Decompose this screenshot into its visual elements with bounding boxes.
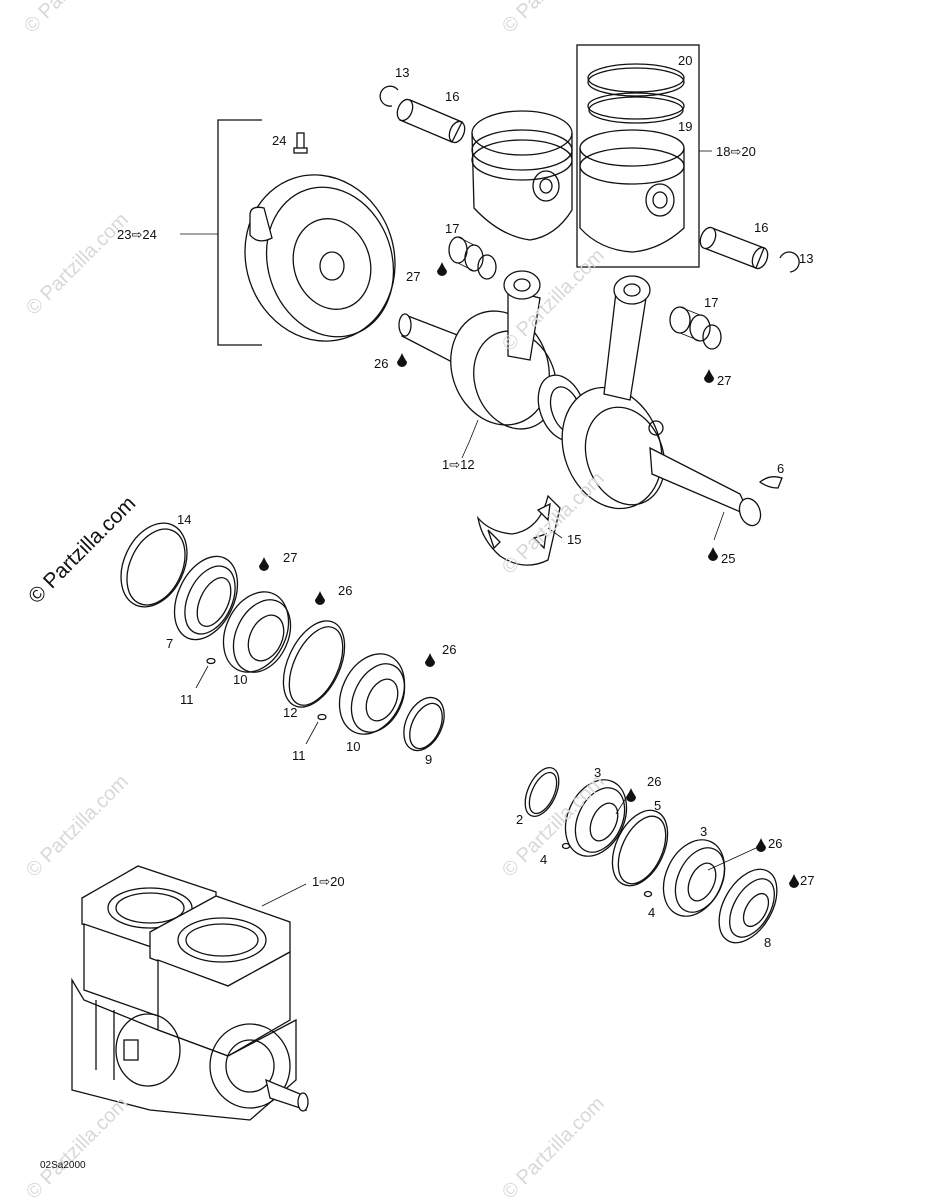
callout-26: 26 bbox=[338, 583, 353, 598]
leader-26e bbox=[707, 847, 757, 871]
callout-1-12: 1⇨12 bbox=[442, 458, 475, 472]
callout-27: 27 bbox=[406, 269, 421, 284]
callout-23-24: 23⇨24 bbox=[117, 228, 157, 242]
callout-7: 7 bbox=[166, 636, 174, 651]
range-arrow: ⇨ bbox=[131, 227, 143, 242]
leader-26d bbox=[615, 797, 627, 815]
bracket-23-24 bbox=[217, 119, 262, 346]
callout-26: 26 bbox=[374, 356, 389, 371]
dowel-pins-4 bbox=[561, 842, 653, 898]
callout-10: 10 bbox=[346, 739, 361, 754]
leader-11a bbox=[195, 665, 209, 689]
range-arrow: ⇨ bbox=[319, 874, 331, 889]
piston-kit-box bbox=[576, 44, 700, 268]
range-arrow: ⇨ bbox=[449, 457, 461, 472]
piston-in-kit bbox=[579, 129, 685, 253]
range-start: 18 bbox=[716, 144, 731, 159]
needle-bearing-17-left bbox=[448, 236, 497, 280]
callout-1-20: 1⇨20 bbox=[312, 875, 345, 889]
range-start: 1 bbox=[442, 457, 450, 472]
grease-fitting-24 bbox=[293, 132, 308, 154]
ball-bearing-10-left bbox=[222, 591, 292, 673]
flywheel bbox=[244, 174, 396, 342]
callout-6: 6 bbox=[777, 461, 785, 476]
callout-24: 24 bbox=[272, 133, 287, 148]
shim-14 bbox=[120, 522, 188, 608]
callout-20: 20 bbox=[678, 53, 693, 68]
leader-1-20 bbox=[261, 883, 307, 907]
callout-3: 3 bbox=[700, 824, 708, 839]
woodruff-key-6 bbox=[758, 476, 783, 489]
callout-17: 17 bbox=[445, 221, 460, 236]
callout-17: 17 bbox=[704, 295, 719, 310]
callout-10: 10 bbox=[233, 672, 248, 687]
callout-14: 14 bbox=[177, 512, 192, 527]
dowel-pins-11 bbox=[206, 657, 327, 721]
ring-12 bbox=[282, 620, 346, 708]
leader-25 bbox=[713, 511, 725, 541]
callout-11: 11 bbox=[180, 692, 194, 707]
crankshaft-assembly bbox=[398, 270, 762, 527]
callout-27: 27 bbox=[717, 373, 732, 388]
callout-13: 13 bbox=[799, 251, 814, 266]
circlip-13-left bbox=[379, 85, 399, 107]
half-ring-15 bbox=[476, 494, 561, 566]
callout-27: 27 bbox=[283, 550, 298, 565]
range-end: 20 bbox=[330, 874, 345, 889]
piston bbox=[471, 110, 573, 241]
callout-15: 15 bbox=[567, 532, 582, 547]
ring-9 bbox=[403, 696, 445, 752]
range-end: 24 bbox=[142, 227, 157, 242]
range-start: 1 bbox=[312, 874, 320, 889]
leader-1-12 bbox=[461, 419, 479, 459]
callout-27: 27 bbox=[800, 873, 815, 888]
callout-4: 4 bbox=[648, 905, 656, 920]
callout-3: 3 bbox=[594, 765, 602, 780]
callout-2: 2 bbox=[516, 812, 524, 827]
callout-25: 25 bbox=[721, 551, 736, 566]
ball-bearing-10-right bbox=[338, 653, 406, 735]
callout-26: 26 bbox=[442, 642, 457, 657]
callout-11: 11 bbox=[292, 748, 306, 763]
leader-15 bbox=[547, 527, 563, 539]
piston-pin-16-left bbox=[396, 98, 466, 144]
callout-4: 4 bbox=[540, 852, 548, 867]
oil-seal-7 bbox=[173, 555, 239, 641]
ball-bearing-3-right bbox=[662, 839, 726, 917]
piston-ring-20 bbox=[587, 63, 685, 97]
range-arrow: ⇨ bbox=[730, 144, 742, 159]
range-start: 23 bbox=[117, 227, 132, 242]
leader-11b bbox=[305, 721, 319, 745]
needle-bearing-17-right bbox=[669, 306, 722, 350]
callout-16: 16 bbox=[445, 89, 460, 104]
callout-26: 26 bbox=[647, 774, 662, 789]
callout-19: 19 bbox=[678, 119, 693, 134]
callout-16: 16 bbox=[754, 220, 769, 235]
ball-bearing-3-left bbox=[564, 779, 628, 857]
lubricant-drops bbox=[259, 262, 799, 888]
range-end: 20 bbox=[741, 144, 756, 159]
engine-block bbox=[71, 865, 309, 1121]
callout-8: 8 bbox=[764, 935, 772, 950]
range-end: 12 bbox=[460, 457, 475, 472]
oil-seal-8 bbox=[718, 868, 778, 944]
callout-26: 26 bbox=[768, 836, 783, 851]
callout-12: 12 bbox=[283, 705, 298, 720]
callout-9: 9 bbox=[425, 752, 433, 767]
callout-18-20: 18⇨20 bbox=[716, 145, 756, 159]
piston-pin-16-right bbox=[699, 226, 769, 270]
circlip-13-right bbox=[779, 251, 800, 273]
shim-2 bbox=[524, 767, 560, 817]
ring-5 bbox=[611, 809, 669, 887]
callout-5: 5 bbox=[654, 798, 662, 813]
piston-ring-19 bbox=[587, 92, 685, 124]
callout-13: 13 bbox=[395, 65, 410, 80]
drawing-code: 02Sa2000 bbox=[40, 1160, 86, 1171]
